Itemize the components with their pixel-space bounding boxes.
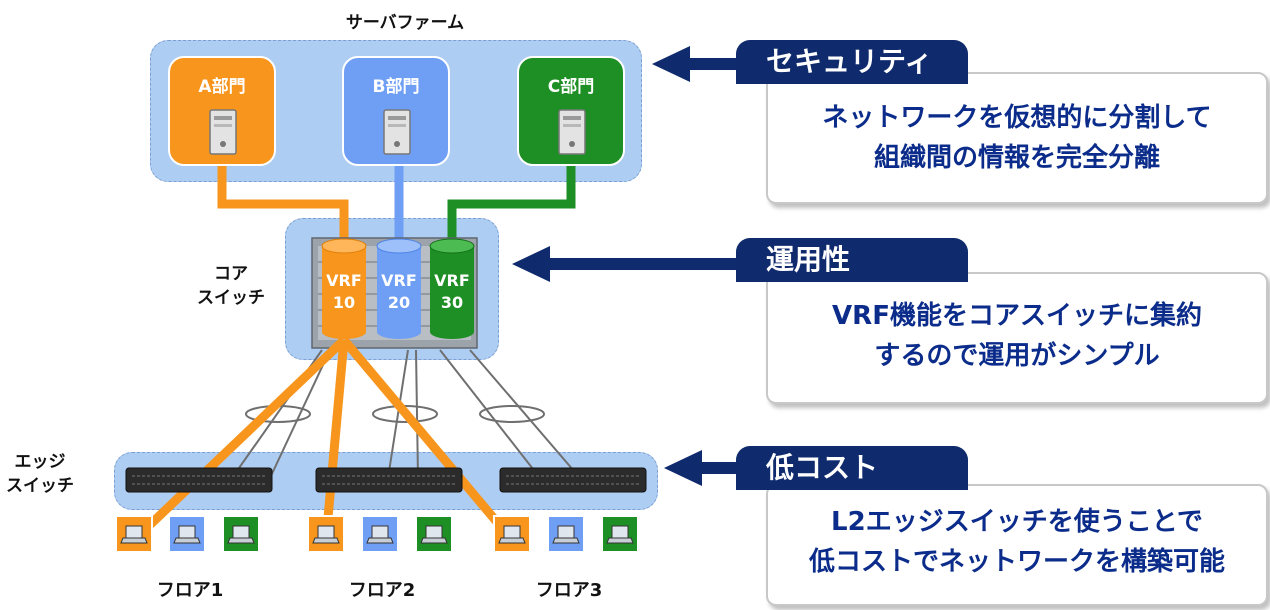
- vrf-10-line1: VRF: [326, 271, 362, 290]
- laptop-icon: [120, 525, 148, 544]
- core-label-line2: スイッチ: [197, 288, 265, 308]
- floor-2-label: フロア2: [348, 580, 416, 601]
- edge-switch-3: [499, 467, 647, 493]
- pc-icon: [361, 515, 399, 553]
- vrf-30-line1: VRF: [434, 271, 470, 290]
- operability-panel: VRF機能をコアスイッチに集約 するので運用がシンプル: [766, 272, 1268, 404]
- vrf-10-line2: 10: [332, 293, 356, 312]
- pc-icon: [115, 515, 153, 553]
- vrf-20-line2: 20: [387, 293, 411, 312]
- low-cost-title: 低コスト: [736, 446, 968, 490]
- low-cost-panel: L2エッジスイッチを使うことで 低コストでネットワークを構築可能: [766, 484, 1268, 606]
- arrow-icon: [652, 46, 760, 82]
- security-desc-line2: 組織間の情報を完全分離: [873, 143, 1160, 173]
- department-a-label: A部門: [198, 77, 246, 97]
- pc-icon: [415, 515, 453, 553]
- pc-icon: [307, 515, 345, 553]
- vrf-cylinder-30: [429, 238, 475, 339]
- pc-icon: [168, 515, 206, 553]
- department-c-box: C部門: [517, 56, 625, 166]
- vrf-cylinder-10: [321, 238, 367, 339]
- pc-icon: [493, 515, 531, 553]
- server-icon: [209, 109, 237, 155]
- laptop-icon: [420, 525, 448, 544]
- edge-switch-2: [315, 467, 463, 493]
- vrf-10-label: VRF 10: [322, 270, 366, 314]
- arrow-icon: [512, 246, 760, 282]
- laptop-icon: [498, 525, 526, 544]
- laptop-icon: [173, 525, 201, 544]
- department-c-label: C部門: [547, 77, 595, 97]
- floor-3-label: フロア3: [535, 580, 603, 601]
- laptop-icon: [227, 525, 255, 544]
- pc-icon: [601, 515, 639, 553]
- security-panel: ネットワークを仮想的に分割して 組織間の情報を完全分離: [766, 72, 1268, 204]
- laptop-icon: [606, 525, 634, 544]
- server-icon: [558, 109, 586, 155]
- laptop-icon: [552, 525, 580, 544]
- vrf-30-label: VRF 30: [430, 270, 474, 314]
- vrf-30-line2: 30: [440, 293, 464, 312]
- department-a-link: [217, 166, 349, 258]
- edge-label-line1: エッジ: [14, 452, 66, 472]
- laptop-icon: [312, 525, 340, 544]
- department-c-link: [447, 166, 576, 258]
- pc-icon: [547, 515, 585, 553]
- vrf10-floor-links: [130, 336, 516, 544]
- operability-title: 運用性: [736, 238, 968, 282]
- department-b-box: B部門: [342, 56, 450, 166]
- floor-1-label: フロア1: [156, 580, 224, 601]
- pc-icon: [222, 515, 260, 553]
- edge-switch-label: エッジ スイッチ: [2, 450, 78, 498]
- operability-desc-line2: するので運用がシンプル: [874, 341, 1160, 371]
- department-b-label: B部門: [372, 77, 420, 97]
- vrf-20-label: VRF 20: [377, 270, 421, 314]
- security-desc-line1: ネットワークを仮想的に分割して: [822, 103, 1212, 133]
- laptop-icon: [366, 525, 394, 544]
- core-label-line1: コア: [214, 264, 248, 284]
- low-cost-desc-line1: L2エッジスイッチを使うことで: [831, 507, 1203, 537]
- security-title: セキュリティ: [736, 40, 968, 84]
- edge-switch-1: [125, 467, 273, 493]
- operability-desc-line1: VRF機能をコアスイッチに集約: [832, 301, 1202, 331]
- arrow-icon: [664, 450, 760, 486]
- uplinks: [231, 349, 581, 479]
- core-switch-label: コア スイッチ: [188, 262, 274, 310]
- vrf-cylinder-20: [376, 238, 422, 339]
- department-a-box: A部門: [168, 56, 276, 166]
- server-farm-label: サーバファーム: [345, 13, 465, 33]
- vrf-20-line1: VRF: [381, 271, 417, 290]
- server-icon: [383, 109, 411, 155]
- edge-label-line2: スイッチ: [6, 476, 74, 496]
- low-cost-desc-line2: 低コストでネットワークを構築可能: [808, 547, 1225, 577]
